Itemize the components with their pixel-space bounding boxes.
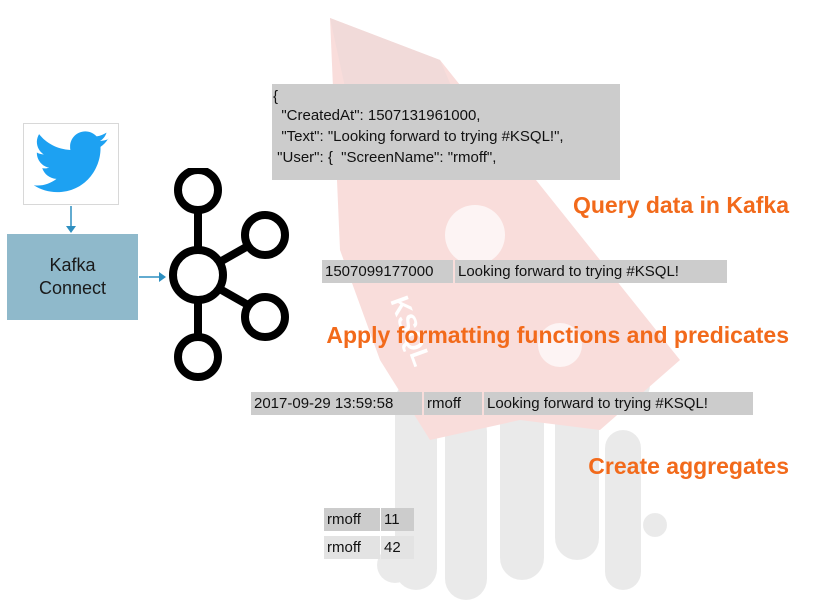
- arrow-icon: [66, 226, 76, 233]
- json-line: "User": { "ScreenName": "rmoff",: [273, 149, 497, 166]
- table-cell: Looking forward to trying #KSQL!: [484, 392, 753, 415]
- heading-query: Query data in Kafka: [572, 192, 789, 218]
- table-cell: 11: [381, 508, 414, 531]
- table-cell: 2017-09-29 13:59:58: [251, 392, 422, 415]
- kafka-connect-label: Kafka Connect: [38, 255, 107, 298]
- table-cell: Looking forward to trying #KSQL!: [455, 260, 727, 283]
- heading-format: Apply formatting functions and predicate…: [326, 322, 789, 348]
- twitter-bird-icon: [34, 131, 109, 193]
- twitter-source: [23, 123, 119, 205]
- raw-json-message: { "CreatedAt": 1507131961000, "Text": "L…: [272, 84, 620, 180]
- table-cell: rmoff: [424, 392, 482, 415]
- heading-aggregate: Create aggregates: [588, 453, 789, 479]
- kafka-logo-icon: [169, 168, 289, 381]
- kafka-connect-box: Kafka Connect: [7, 234, 138, 320]
- table-cell: 42: [381, 536, 414, 559]
- arrow-icon: [159, 272, 166, 282]
- table-cell: rmoff: [324, 536, 380, 559]
- json-line: "Text": "Looking forward to trying #KSQL…: [273, 128, 564, 145]
- table-cell: 1507099177000: [322, 260, 453, 283]
- json-line: "CreatedAt": 1507131961000,: [273, 107, 481, 124]
- table-cell: rmoff: [324, 508, 380, 531]
- json-line: {: [273, 88, 279, 105]
